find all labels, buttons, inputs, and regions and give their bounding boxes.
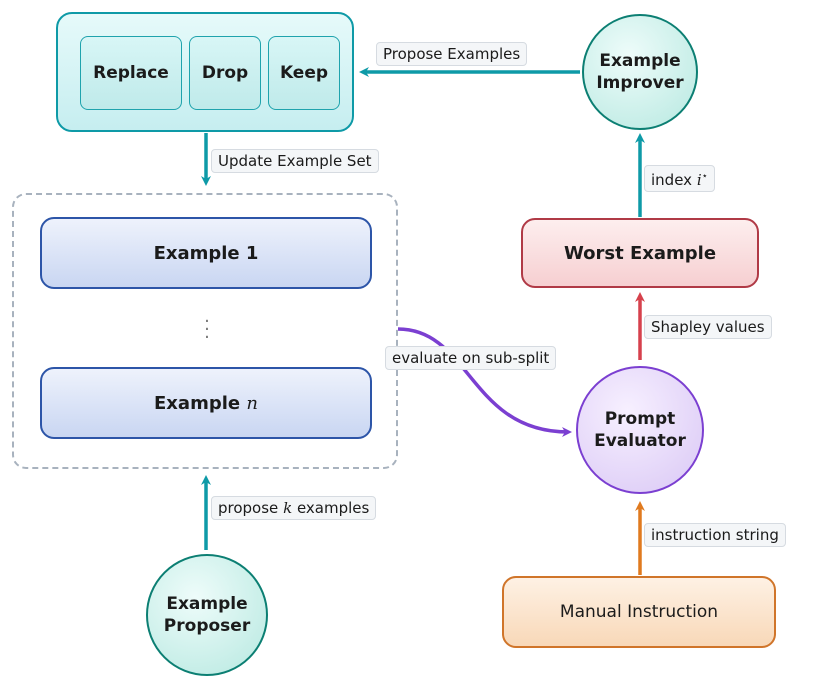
example-improver-line1: Example bbox=[599, 50, 681, 71]
label-index-var: i bbox=[696, 171, 702, 189]
prompt-evaluator-node: Prompt Evaluator bbox=[576, 366, 704, 494]
label-update-example-set: Update Example Set bbox=[211, 149, 379, 173]
drop-node: Drop bbox=[189, 36, 261, 110]
example-proposer-node: Example Proposer bbox=[146, 554, 268, 676]
label-propose-k-prefix: propose bbox=[218, 499, 279, 517]
label-instruction-string: instruction string bbox=[644, 523, 786, 547]
label-propose-k-var: k bbox=[283, 499, 293, 517]
example-set-frame bbox=[12, 193, 398, 469]
label-index-text: index bbox=[651, 171, 693, 189]
example-improver-node: Example Improver bbox=[582, 14, 698, 130]
prompt-evaluator-line1: Prompt bbox=[604, 408, 676, 429]
label-index: index i⋆ bbox=[644, 165, 715, 192]
prompt-evaluator-line2: Evaluator bbox=[594, 431, 686, 451]
example-n-label: Example bbox=[154, 392, 241, 414]
example-n-var: n bbox=[246, 392, 258, 414]
label-propose-examples: Propose Examples bbox=[376, 42, 528, 66]
example-n-node: Example n bbox=[40, 367, 372, 439]
label-propose-k-suffix: examples bbox=[296, 499, 370, 517]
vertical-ellipsis: ··· bbox=[204, 311, 210, 348]
label-shapley-values: Shapley values bbox=[644, 315, 772, 339]
replace-node: Replace bbox=[80, 36, 182, 110]
manual-instruction-node: Manual Instruction bbox=[502, 576, 776, 648]
example-1-node: Example 1 bbox=[40, 217, 372, 289]
edge-evaluate-sub-split bbox=[397, 327, 572, 437]
example-improver-line2: Improver bbox=[596, 73, 684, 93]
keep-node: Keep bbox=[268, 36, 340, 110]
label-propose-k: propose k examples bbox=[211, 496, 377, 520]
example-proposer-line2: Proposer bbox=[163, 616, 251, 636]
label-evaluate-sub-split: evaluate on sub-split bbox=[385, 346, 557, 370]
worst-example-node: Worst Example bbox=[521, 218, 759, 288]
label-index-sup: ⋆ bbox=[701, 171, 708, 182]
example-proposer-line1: Example bbox=[166, 593, 248, 614]
